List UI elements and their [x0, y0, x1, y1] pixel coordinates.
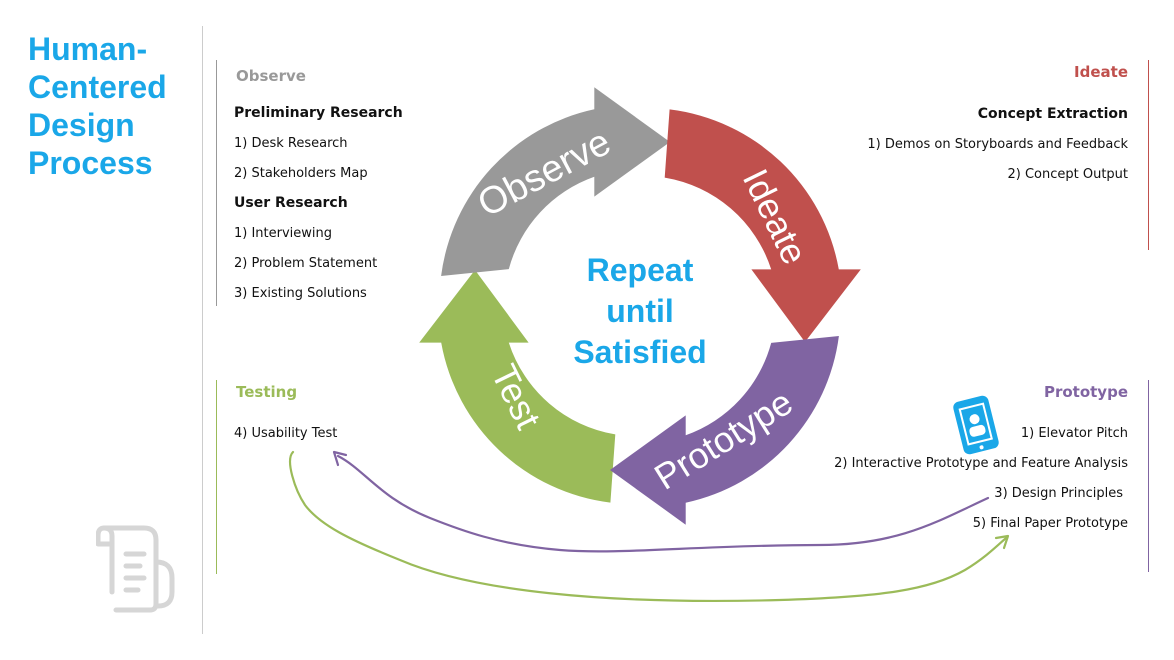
testing-divider — [216, 380, 217, 574]
green-flow-arrow — [288, 450, 1008, 603]
observe-item: 2) Stakeholders Map — [234, 166, 368, 181]
prototype-item: 3) Design Principles — [994, 486, 1123, 501]
observe-item: 2) Problem Statement — [234, 256, 378, 271]
prototype-arrow — [610, 336, 839, 525]
prototype-divider — [1148, 380, 1149, 572]
testing-panel-label: Testing — [236, 383, 298, 401]
ideate-arrow — [664, 109, 861, 343]
observe-arrow — [441, 87, 670, 276]
prototype-panel-label: Prototype — [1043, 383, 1128, 401]
concept-extraction-heading: Concept Extraction — [977, 106, 1128, 122]
title-line: Design — [28, 107, 135, 143]
prototype-item: 2) Interactive Prototype and Feature Ana… — [834, 456, 1128, 471]
user-research-heading: User Research — [234, 195, 348, 211]
test-arrow — [419, 270, 616, 503]
observe-item: 3) Existing Solutions — [234, 286, 367, 301]
preliminary-research-heading: Preliminary Research — [234, 105, 403, 121]
observe-item: 1) Desk Research — [234, 136, 348, 151]
title-line: Process — [28, 145, 153, 181]
center-line: Repeat — [586, 252, 694, 288]
center-label: Repeat until Satisfied — [540, 250, 740, 373]
mobile-phone-icon — [953, 395, 999, 455]
prototype-item: 5) Final Paper Prototype — [972, 516, 1128, 531]
observe-item: 1) Interviewing — [234, 226, 333, 241]
observe-divider — [216, 60, 217, 306]
center-line: Satisfied — [573, 334, 707, 370]
page-title: Human- Centered Design Process — [28, 30, 198, 182]
testing-item: 4) Usability Test — [234, 426, 338, 441]
purple-flow-arrow — [336, 454, 990, 553]
document-list-icon — [96, 525, 175, 613]
purple-flow-arrowhead — [332, 450, 348, 467]
cycle-arrows — [419, 87, 861, 525]
green-flow-arrowhead — [994, 534, 1010, 550]
center-line: until — [606, 293, 674, 329]
title-line: Centered — [28, 69, 167, 105]
prototype-item: 1) Elevator Pitch — [1020, 426, 1128, 441]
ideate-divider — [1148, 60, 1149, 250]
ideate-item: 2) Concept Output — [1007, 167, 1128, 182]
ideate-panel-label: Ideate — [1074, 63, 1128, 81]
left-divider — [202, 26, 203, 634]
observe-panel-label: Observe — [236, 67, 306, 85]
title-line: Human- — [28, 31, 148, 67]
ideate-item: 1) Demos on Storyboards and Feedback — [867, 137, 1128, 152]
